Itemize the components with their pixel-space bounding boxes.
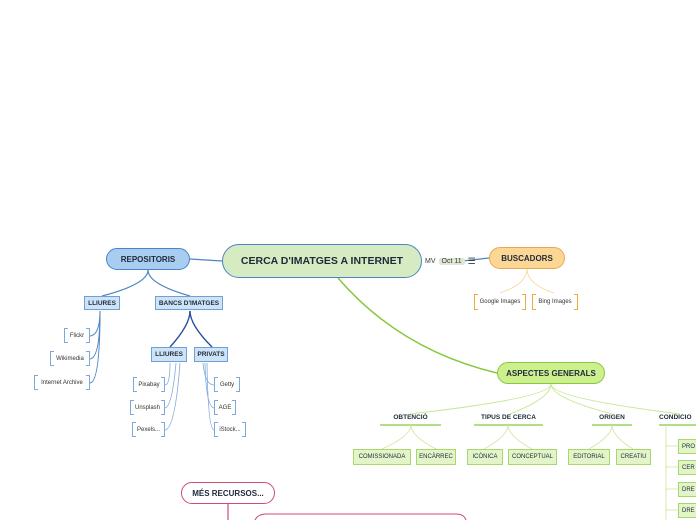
- leaf-internet-archive[interactable]: Internet Archive: [34, 375, 90, 390]
- partial-pink-node-edge: [254, 513, 467, 520]
- leaf-condicions-4[interactable]: DRE: [678, 503, 696, 518]
- leaf-bing-images[interactable]: Bing Images: [532, 294, 578, 310]
- leaf-condicions-2[interactable]: CER: [678, 460, 696, 475]
- leaf-editorial[interactable]: EDITORIAL: [568, 449, 610, 465]
- leaf-unsplash[interactable]: Unsplash: [130, 400, 165, 415]
- leaf-istock[interactable]: iStock...: [214, 422, 246, 437]
- topic-condicions[interactable]: CONDICIO: [659, 413, 692, 421]
- leaf-creatiu[interactable]: CREATIU: [616, 449, 651, 465]
- topic-bancs-privats[interactable]: PRIVATS: [194, 347, 228, 362]
- leaf-condicions-1[interactable]: PRO: [678, 439, 696, 454]
- connector-central-buscadors: [461, 257, 490, 262]
- topic-tipus-cerca[interactable]: TIPUS DE CERCA: [481, 413, 536, 421]
- topic-origen[interactable]: ORIGEN: [599, 413, 625, 421]
- leaf-flickr[interactable]: Flickr: [64, 328, 90, 343]
- topic-bancs-lliures[interactable]: LLIURES: [151, 347, 187, 362]
- connector-central-repositoris: [189, 258, 223, 262]
- topic-repositoris-lliures[interactable]: LLIURES: [84, 296, 120, 310]
- leaf-getty[interactable]: Getty: [214, 377, 240, 392]
- topic-obtencio[interactable]: OBTENCIÓ: [393, 413, 428, 421]
- leaf-conceptual[interactable]: CONCEPTUAL: [508, 449, 557, 465]
- topic-buscadors[interactable]: BUSCADORS: [489, 247, 565, 269]
- topic-mes-recursos[interactable]: MÉS RECURSOS...: [181, 482, 275, 504]
- leaf-google-images[interactable]: Google Images: [474, 294, 526, 310]
- leaf-encarrec[interactable]: ENCÀRREC: [416, 449, 456, 465]
- connector-central-aspectes: [337, 277, 498, 374]
- author-initials: MV: [425, 257, 436, 265]
- topic-aspectes-generals[interactable]: ASPECTES GENERALS: [497, 362, 605, 384]
- topic-meta: MV Oct 11 ☰: [425, 255, 476, 267]
- leaf-pexels[interactable]: Pexels...: [132, 422, 165, 437]
- topic-date: Oct 11: [438, 257, 465, 265]
- leaf-condicions-3[interactable]: DRE: [678, 482, 696, 497]
- leaf-comissionada[interactable]: COMISSIONADA: [353, 449, 411, 465]
- topic-repositoris[interactable]: REPOSITORIS: [106, 248, 190, 270]
- leaf-wikimedia[interactable]: Wikimedia: [50, 351, 90, 366]
- leaf-iconica[interactable]: ICÒNICA: [467, 449, 503, 465]
- leaf-age[interactable]: AGE: [214, 400, 236, 415]
- leaf-pixabay[interactable]: Pixabay: [133, 377, 165, 392]
- topic-bancs-imatges[interactable]: BANCS D'IMATGES: [155, 296, 223, 310]
- central-topic[interactable]: CERCA D'IMATGES A INTERNET: [222, 244, 422, 278]
- menu-icon[interactable]: ☰: [467, 255, 476, 266]
